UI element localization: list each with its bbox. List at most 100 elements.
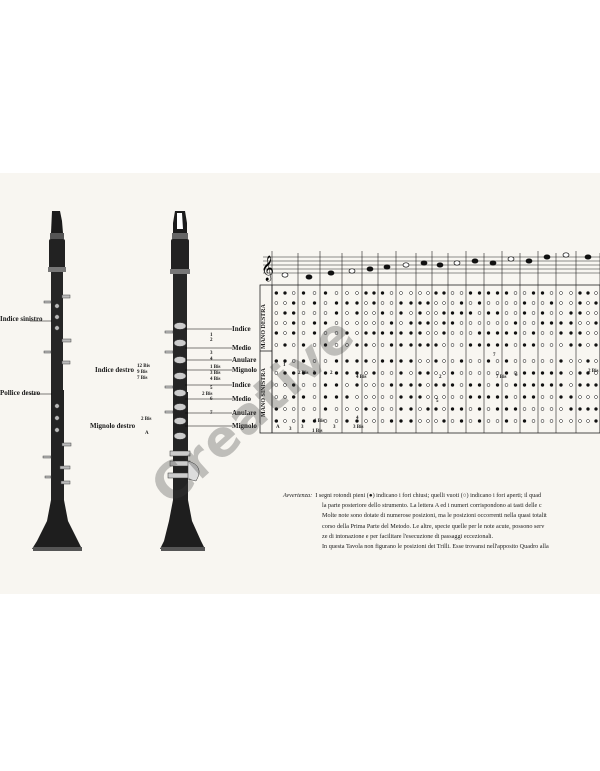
open-hole-dot [549, 395, 554, 399]
closed-hole-dot [283, 343, 287, 347]
closed-hole-dot [540, 371, 545, 375]
open-hole-dot [426, 419, 430, 423]
closed-hole-dot [372, 331, 376, 335]
open-hole-dot [409, 291, 413, 295]
closed-hole-dot [522, 419, 527, 423]
open-hole-dot [468, 301, 473, 305]
open-hole-dot [389, 407, 394, 411]
table-mark: 1 [283, 363, 286, 368]
closed-hole-dot [274, 331, 279, 335]
closed-hole-dot [355, 383, 359, 387]
note-head [543, 254, 551, 260]
open-hole-dot [459, 383, 464, 387]
closed-hole-dot [283, 291, 287, 295]
closed-hole-dot [459, 419, 464, 423]
open-hole-dot [459, 343, 464, 347]
open-hole-dot [364, 383, 368, 387]
label-indice-destro: Indice destro [95, 366, 134, 374]
open-hole-dot [399, 291, 403, 295]
open-hole-dot [364, 395, 368, 399]
closed-hole-dot [468, 311, 473, 315]
closed-hole-dot [468, 291, 473, 295]
open-hole-dot [345, 321, 349, 325]
key-mark: 9 Bis [137, 370, 148, 375]
svg-text:𝄞: 𝄞 [261, 255, 274, 281]
label-mignolo-bottom: Mignolo [232, 422, 257, 430]
open-hole-dot [345, 383, 349, 387]
open-hole-dot [372, 343, 376, 347]
closed-hole-dot [578, 331, 582, 335]
open-hole-dot [312, 343, 317, 347]
note-head [525, 258, 533, 264]
open-hole-dot [364, 419, 368, 423]
open-hole-dot [540, 331, 545, 335]
table-mark: 7 [493, 353, 496, 358]
open-hole-dot [549, 419, 554, 423]
closed-hole-dot [291, 301, 296, 305]
closed-hole-dot [355, 301, 359, 305]
closed-hole-dot [291, 383, 296, 387]
open-hole-dot [578, 419, 582, 423]
closed-hole-dot [418, 371, 422, 375]
closed-hole-dot [301, 359, 306, 363]
label-anulare-top: Anulare [232, 356, 257, 364]
closed-hole-dot [418, 331, 422, 335]
closed-hole-dot [345, 395, 349, 399]
closed-hole-dot [434, 359, 438, 363]
closed-hole-dot [442, 383, 446, 387]
label-medio-top: Medio [232, 344, 252, 352]
key-mark: A [145, 431, 149, 436]
open-hole-dot [380, 321, 385, 325]
open-hole-dot [442, 395, 446, 399]
open-hole-dot [312, 359, 317, 363]
closed-hole-dot [450, 371, 455, 375]
open-hole-dot [569, 301, 573, 305]
key-mark: 4 Bis [210, 377, 221, 382]
open-hole-dot [569, 291, 573, 295]
closed-hole-dot [345, 359, 349, 363]
note-head [436, 262, 444, 268]
open-hole-dot [522, 321, 527, 325]
closed-hole-dot [399, 331, 403, 335]
closed-hole-dot [399, 383, 403, 387]
closed-hole-dot [578, 291, 582, 295]
open-hole-dot [426, 395, 430, 399]
closed-hole-dot [399, 371, 403, 375]
open-hole-dot [312, 395, 317, 399]
closed-hole-dot [399, 419, 403, 423]
open-hole-dot [513, 311, 518, 315]
open-hole-dot [549, 407, 554, 411]
open-hole-dot [559, 343, 563, 347]
open-hole-dot [355, 291, 359, 295]
closed-hole-dot [486, 311, 491, 315]
note-head [489, 260, 497, 266]
note-head [366, 266, 374, 272]
open-hole-dot [459, 371, 464, 375]
closed-hole-dot [450, 321, 455, 325]
closed-hole-dot [504, 331, 509, 335]
closed-hole-dot [578, 383, 582, 387]
open-hole-dot [372, 383, 376, 387]
closed-hole-dot [569, 321, 573, 325]
open-hole-dot [380, 371, 385, 375]
open-hole-dot [586, 331, 590, 335]
open-hole-dot [323, 331, 328, 335]
table-mark: 4 Bis [356, 375, 367, 380]
open-hole-dot [486, 371, 491, 375]
closed-hole-dot [531, 383, 536, 387]
open-hole-dot [578, 359, 582, 363]
open-hole-dot [418, 419, 422, 423]
open-hole-dot [274, 395, 279, 399]
note-head [305, 274, 313, 280]
open-hole-dot [364, 371, 368, 375]
open-hole-dot [450, 359, 455, 363]
closed-hole-dot [586, 291, 590, 295]
note-head [327, 270, 335, 276]
closed-hole-dot [355, 343, 359, 347]
closed-hole-dot [450, 311, 455, 315]
closed-hole-dot [312, 301, 317, 305]
closed-hole-dot [323, 291, 328, 295]
open-hole-dot [559, 291, 563, 295]
open-hole-dot [301, 407, 306, 411]
open-hole-dot [569, 383, 573, 387]
